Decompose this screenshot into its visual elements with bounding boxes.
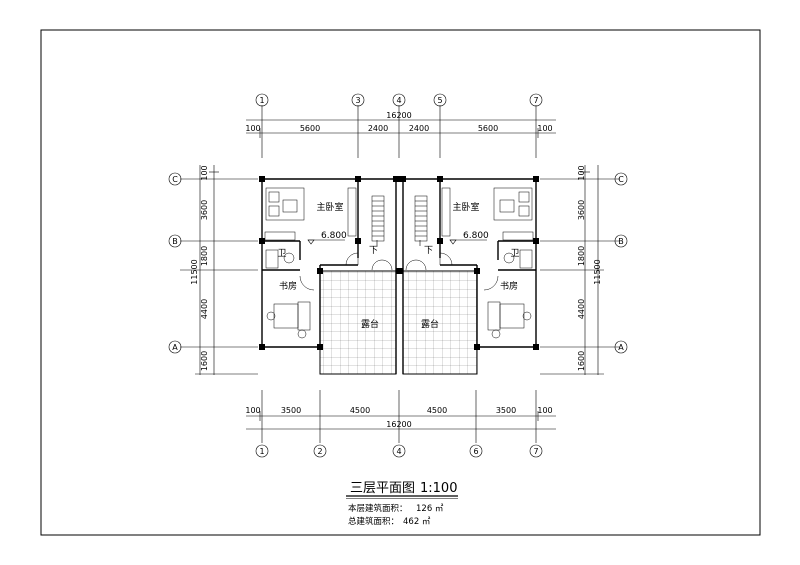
stair-left	[347, 187, 385, 242]
room-master-bedroom-right: 主卧室	[452, 201, 479, 213]
left-dim-seg-3: 1800	[200, 246, 209, 266]
top-axis-bubbles	[255, 93, 543, 107]
floor-area-value: 126 ㎡	[416, 504, 444, 514]
room-study-right: 书房	[500, 280, 518, 292]
stair-right	[414, 187, 451, 242]
right-dim-seg-2: 3600	[577, 200, 586, 220]
right-total-dimension: 11500	[593, 259, 602, 284]
room-bathroom-right: 卫	[510, 249, 519, 259]
bottom-dim-seg-6: 100	[537, 406, 552, 415]
total-area-value: 462 ㎡	[403, 517, 431, 527]
terrace-right-floor	[402, 270, 478, 375]
floor-area-label: 本层建筑面积：	[348, 503, 408, 514]
axis-top-1: 1	[259, 96, 264, 105]
left-dim-seg-4: 4400	[200, 299, 209, 319]
room-master-bedroom-left: 主卧室	[316, 201, 343, 213]
axis-bottom-6: 6	[473, 447, 478, 456]
drawing-title: 三层平面图	[350, 481, 415, 496]
left-dim-seg-5: 1600	[200, 351, 209, 371]
bottom-dimension-lines	[246, 390, 556, 443]
bottom-dim-seg-3: 4500	[350, 406, 370, 415]
bottom-dim-seg-4: 4500	[427, 406, 447, 415]
bottom-total-dimension: 16200	[386, 420, 411, 429]
top-dimension-lines	[246, 105, 556, 158]
bottom-dim-seg-2: 3500	[281, 406, 301, 415]
axis-left-A: A	[172, 343, 178, 352]
axis-top-3: 3	[355, 96, 360, 105]
axis-top-7: 7	[533, 96, 538, 105]
top-dim-seg-5: 5600	[478, 124, 498, 133]
furniture-left	[264, 187, 311, 339]
axis-left-C: C	[172, 175, 178, 184]
top-dim-seg-6: 100	[537, 124, 552, 133]
left-unit-walls	[261, 178, 397, 374]
room-terrace-right: 露台	[421, 318, 439, 330]
left-dimension-lines	[180, 165, 258, 375]
total-area-label: 总建筑面积：	[348, 516, 399, 527]
axis-left-B: B	[172, 237, 178, 246]
right-dim-seg-4: 4400	[577, 299, 586, 319]
stair-arrows	[376, 240, 421, 246]
drawing-scale: 1:100	[420, 481, 457, 496]
room-terrace-left: 露台	[361, 318, 379, 330]
top-total-dimension: 16200	[386, 111, 411, 120]
elevation-right: 6.800	[463, 231, 489, 241]
right-dim-seg-3: 1800	[577, 246, 586, 266]
structural-columns	[259, 176, 539, 350]
axis-top-4: 4	[396, 96, 401, 105]
axis-right-A: A	[618, 343, 624, 352]
right-dim-seg-5: 1600	[577, 351, 586, 371]
bottom-dim-seg-5: 3500	[496, 406, 516, 415]
axis-right-C: C	[618, 175, 624, 184]
doors	[299, 252, 499, 291]
axis-bottom-1: 1	[259, 447, 264, 456]
elevation-markers	[307, 239, 487, 245]
axis-bottom-7: 7	[533, 447, 538, 456]
bottom-dim-seg-1: 100	[245, 406, 260, 415]
elevation-left: 6.800	[321, 231, 347, 241]
right-unit-walls	[402, 178, 537, 374]
terrace-left-floor	[319, 270, 397, 375]
axis-top-5: 5	[437, 96, 442, 105]
left-axis-bubbles	[168, 172, 182, 354]
top-dim-seg-3: 2400	[368, 124, 388, 133]
axis-right-B: B	[618, 237, 624, 246]
right-dimension-lines	[540, 165, 620, 375]
left-total-dimension: 11500	[190, 259, 199, 284]
top-dim-seg-2: 5600	[300, 124, 320, 133]
axis-bottom-2: 2	[317, 447, 322, 456]
right-axis-bubbles	[614, 172, 628, 354]
room-bathroom-left: 卫	[277, 249, 286, 259]
bottom-axis-bubbles	[255, 444, 543, 458]
top-dim-seg-4: 2400	[409, 124, 429, 133]
left-dim-seg-1: 100	[200, 165, 209, 180]
sheet-border	[40, 29, 761, 536]
stair-down-label-left: 下	[369, 246, 378, 256]
right-dim-seg-1: 100	[577, 165, 586, 180]
furniture-right	[487, 187, 534, 339]
room-study-left: 书房	[279, 280, 297, 292]
left-dim-seg-2: 3600	[200, 200, 209, 220]
stair-down-label-right: 下	[424, 246, 433, 256]
top-dim-seg-1: 100	[245, 124, 260, 133]
axis-bottom-4: 4	[396, 447, 401, 456]
